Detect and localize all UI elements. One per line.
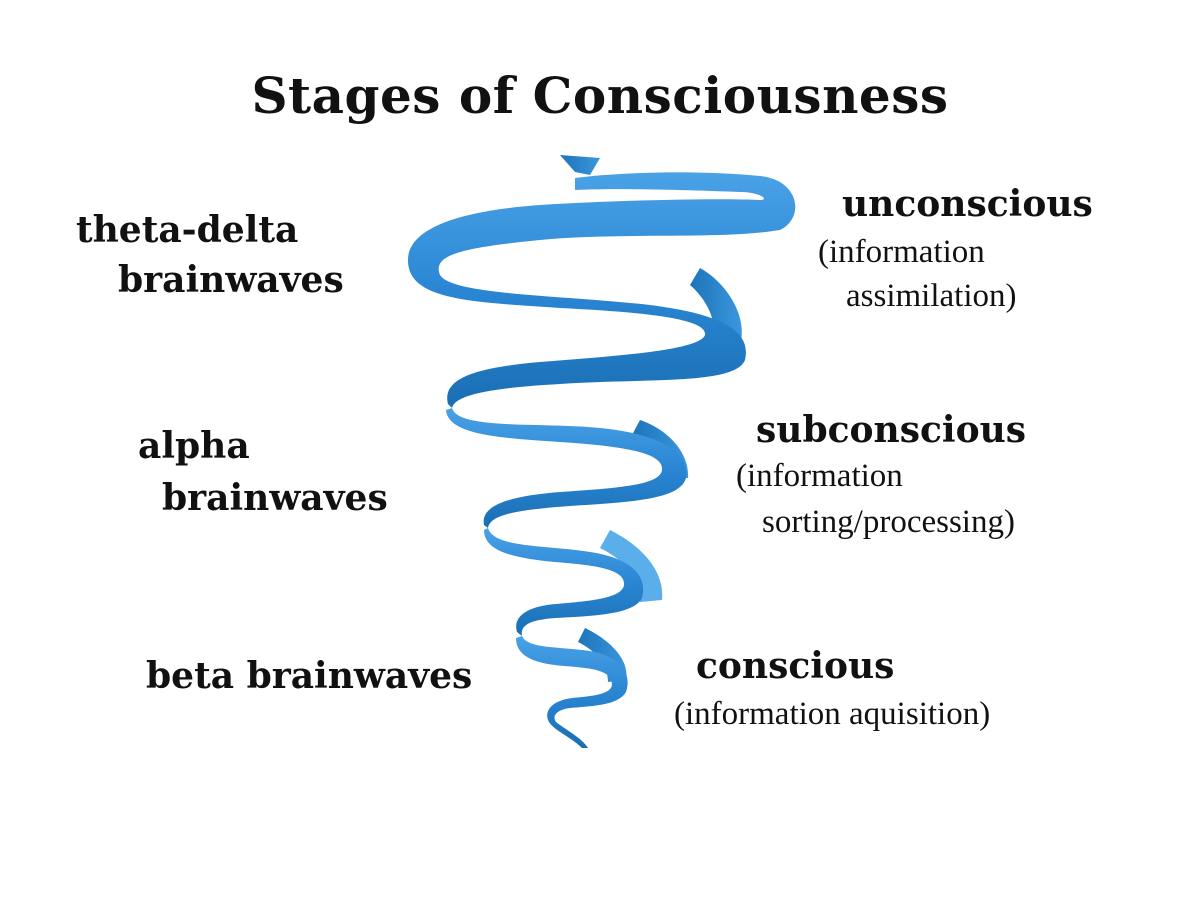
conscious-desc-line1: (information aquisition) [674, 696, 991, 732]
unconscious-desc-line2: assimilation) [846, 278, 1017, 314]
spiral-back-segment [600, 530, 663, 602]
subconscious-desc-line1: (information [736, 458, 903, 494]
alpha-brainwaves-label: brainwaves [162, 477, 388, 519]
spiral-coil-lower [484, 528, 644, 636]
diagram-title: Stages of Consciousness [251, 66, 949, 125]
unconscious-label: unconscious [842, 183, 1093, 225]
alpha-label: alpha [138, 425, 250, 467]
theta-delta-label: theta-delta [76, 209, 299, 251]
beta-brainwaves-label: beta brainwaves [146, 655, 473, 697]
subconscious-label: subconscious [756, 409, 1027, 451]
spiral-back-segment [560, 155, 600, 175]
spiral-coil-top [407, 172, 796, 408]
spiral-coil-bottom [516, 636, 628, 748]
subconscious-desc-line2: sorting/processing) [762, 504, 1015, 540]
theta-delta-brainwaves-label: brainwaves [118, 259, 344, 301]
spiral-coil-middle [446, 408, 687, 528]
unconscious-desc-line1: (information [818, 234, 985, 270]
conscious-label: conscious [696, 645, 895, 687]
spiral-back-segment [690, 268, 742, 345]
